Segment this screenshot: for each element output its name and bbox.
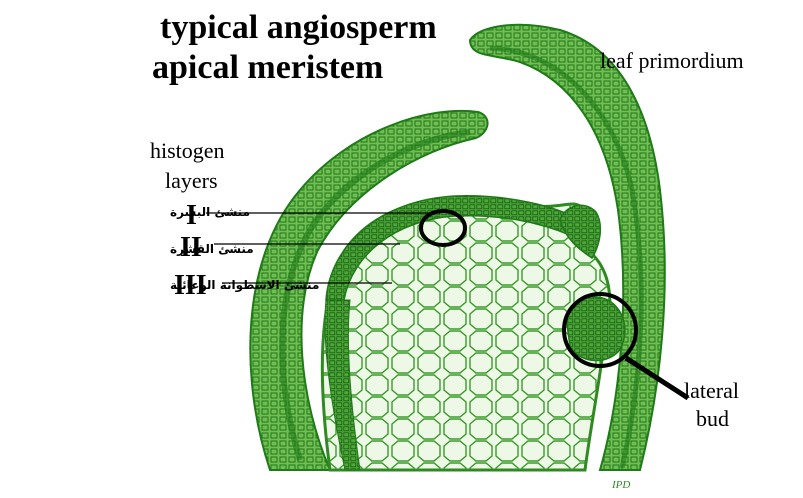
- lateral-bud-label-line-2: bud: [696, 406, 729, 431]
- title-line-1: typical angiosperm: [160, 9, 437, 46]
- layer-III-arabic-label: منشئ الاسطوانة الوعائية: [170, 278, 319, 293]
- histogen-label-line-1: histogen: [150, 138, 225, 163]
- lateral-bud-label-line-1: lateral: [684, 378, 739, 403]
- histogen-label-line-2: layers: [165, 168, 218, 193]
- layer-I-arabic-label: منشئ البشرة: [170, 205, 250, 219]
- artist-signature: IPD: [611, 479, 630, 491]
- leaf-primordium-label: leaf primordium: [600, 48, 744, 73]
- layer-II-arabic-label: منشئ القشرة: [170, 242, 254, 256]
- title-line-2: apical meristem: [152, 49, 383, 86]
